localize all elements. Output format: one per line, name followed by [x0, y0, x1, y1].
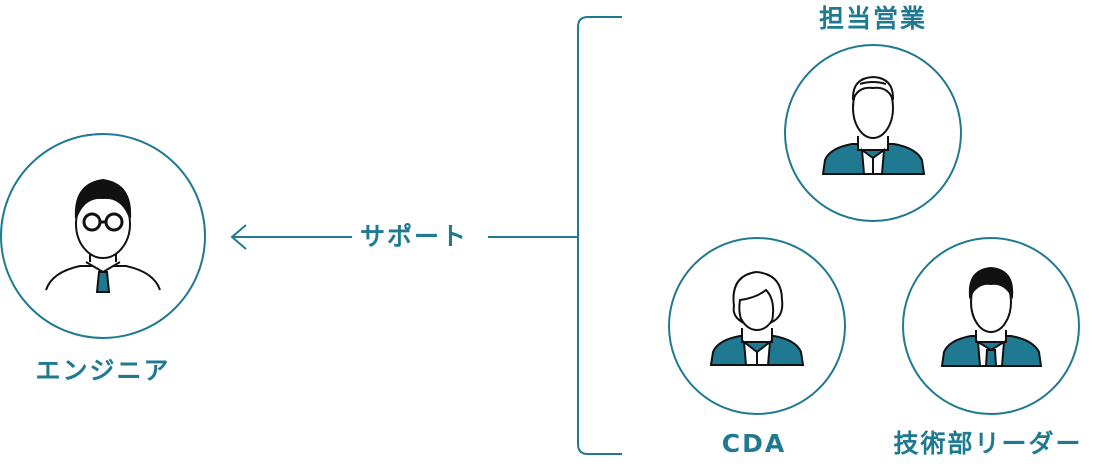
engineer-avatar [0, 133, 206, 339]
sales-avatar [784, 44, 962, 222]
sales-person-icon [821, 75, 926, 175]
team-bracket [577, 16, 622, 455]
support-label: サポート [352, 224, 477, 249]
tech-leader-icon [940, 266, 1043, 367]
sales-label: 担当営業 [818, 4, 928, 33]
cda-avatar [668, 237, 846, 415]
leader-avatar [902, 237, 1080, 415]
arrow-left-icon [230, 224, 247, 250]
engineer-label: エンジニア [35, 356, 171, 385]
cda-woman-icon [709, 270, 805, 366]
leader-label: 技術部リーダー [893, 429, 1083, 458]
engineer-with-glasses-icon [45, 178, 161, 293]
cda-label: CDA [721, 429, 787, 458]
